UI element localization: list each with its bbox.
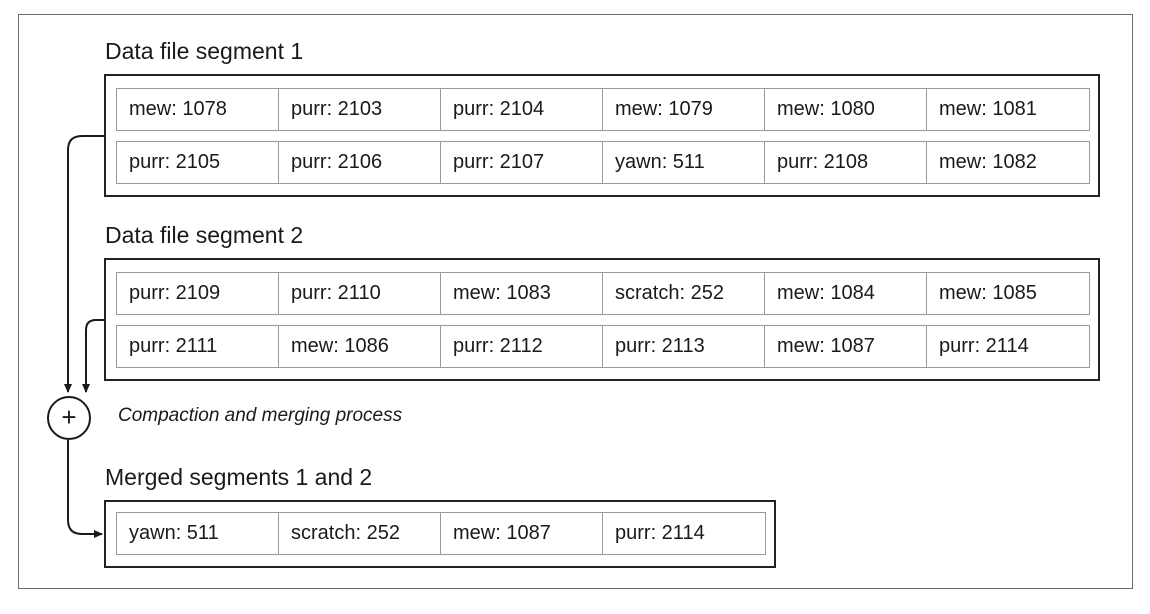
record-cell: purr: 2104 [440,88,604,131]
merged-connector [67,440,103,538]
record-cell: mew: 1078 [116,88,280,131]
record-cell: mew: 1082 [926,141,1090,184]
segment-1-box: mew: 1078 purr: 2103 purr: 2104 mew: 107… [104,74,1100,197]
record-cell: purr: 2106 [278,141,442,184]
record-cell: purr: 2108 [764,141,928,184]
segment-1-connector [64,135,104,393]
merge-plus-icon: + [47,396,91,440]
record-cell: mew: 1081 [926,88,1090,131]
record-cell: mew: 1087 [440,512,604,555]
record-cell: mew: 1087 [764,325,928,368]
record-cell: purr: 2107 [440,141,604,184]
record-cell: purr: 2111 [116,325,280,368]
record-cell: mew: 1086 [278,325,442,368]
process-label: Compaction and merging process [118,405,403,426]
record-cell: mew: 1080 [764,88,928,131]
record-cell: purr: 2110 [278,272,442,315]
record-cell: mew: 1084 [764,272,928,315]
segment-1-title: Data file segment 1 [105,38,304,64]
record-cell: purr: 2109 [116,272,280,315]
record-cell: purr: 2114 [926,325,1090,368]
segment-2-connector [82,319,104,393]
record-cell: purr: 2114 [602,512,766,555]
record-cell: scratch: 252 [278,512,442,555]
record-cell: yawn: 511 [602,141,766,184]
record-cell: purr: 2103 [278,88,442,131]
merged-title: Merged segments 1 and 2 [105,464,373,490]
record-cell: scratch: 252 [602,272,766,315]
record-cell: mew: 1085 [926,272,1090,315]
segment-2-box: purr: 2109 purr: 2110 mew: 1083 scratch:… [104,258,1100,381]
record-cell: yawn: 511 [116,512,280,555]
record-cell: mew: 1083 [440,272,604,315]
record-cell: purr: 2105 [116,141,280,184]
segment-2-title: Data file segment 2 [105,222,304,248]
record-cell: mew: 1079 [602,88,766,131]
record-cell: purr: 2112 [440,325,604,368]
merged-box: yawn: 511 scratch: 252 mew: 1087 purr: 2… [104,500,776,568]
